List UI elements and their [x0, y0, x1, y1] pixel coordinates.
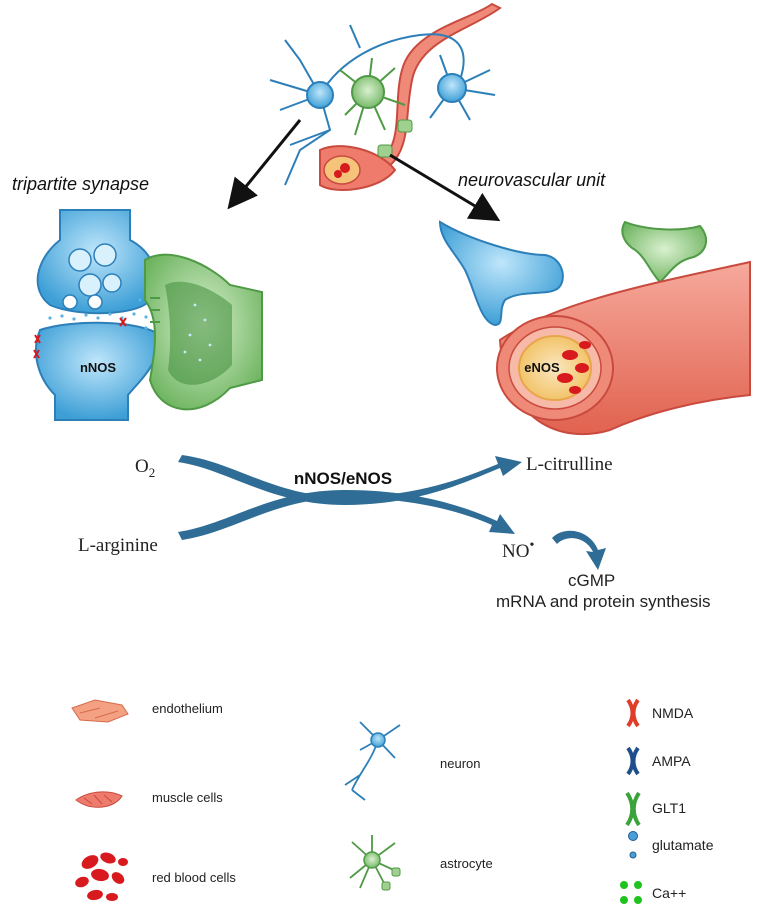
muscle-cells-icon	[75, 791, 123, 808]
enos-label: eNOS	[524, 360, 560, 375]
legend: endothelium muscle cells red blood cells…	[71, 698, 714, 904]
astrocyte-dots	[183, 303, 212, 362]
legend-endothelium: endothelium	[152, 701, 223, 716]
top-cells-illustration	[269, 2, 502, 191]
neurovascular-unit-illustration: eNOS	[438, 220, 751, 435]
reaction-arc-lower	[178, 490, 515, 540]
glt1-marks	[150, 297, 160, 323]
no-to-cgmp-arrow	[552, 530, 606, 570]
endothelium-icon	[71, 699, 129, 723]
tripartite-synapse-illustration: nNOS	[33, 209, 263, 421]
legend-glutamate: glutamate	[652, 837, 714, 853]
o2-label: O2	[135, 456, 155, 480]
nmda-icon	[626, 698, 640, 728]
rbc-cluster	[557, 341, 591, 394]
synthesis-label: mRNA and protein synthesis	[496, 592, 711, 611]
neurovascular-unit-title: neurovascular unit	[458, 170, 606, 190]
arrow-to-neurovascular	[389, 153, 501, 222]
legend-calcium: Ca++	[652, 885, 686, 901]
l-arginine-label: L-arginine	[78, 535, 158, 556]
legend-muscle-cells: muscle cells	[152, 790, 223, 805]
reaction-arc-upper	[178, 455, 522, 505]
red-blood-cells-icon	[75, 852, 128, 901]
l-citrulline-label: L-citrulline	[526, 454, 613, 475]
no-label: NO•	[502, 538, 534, 562]
calcium-icon	[620, 881, 642, 904]
legend-red-blood-cells: red blood cells	[152, 870, 236, 885]
cgmp-label: cGMP	[568, 571, 615, 590]
neuron-endfoot	[438, 220, 564, 327]
enzyme-label: nNOS/eNOS	[294, 469, 392, 488]
legend-astrocyte: astrocyte	[440, 856, 493, 871]
legend-neuron: neuron	[440, 756, 480, 771]
arrow-to-synapse	[227, 119, 302, 210]
nnos-label: nNOS	[80, 360, 116, 375]
reaction-scheme: O2 L-arginine nNOS/eNOS L-citrulline NO•…	[78, 454, 711, 611]
receptor-marks	[33, 317, 127, 359]
glt1-icon	[625, 791, 641, 827]
neuron-icon	[344, 721, 401, 801]
astrocyte-icon	[349, 835, 399, 889]
legend-nmda: NMDA	[652, 705, 694, 721]
postsynaptic-terminal	[35, 321, 159, 421]
astrocyte-endfoot	[621, 220, 708, 284]
legend-ampa: AMPA	[652, 753, 691, 769]
ampa-icon	[626, 746, 640, 776]
tripartite-synapse-title: tripartite synapse	[12, 174, 149, 194]
glutamate-icon	[628, 831, 638, 859]
legend-glt1: GLT1	[652, 800, 686, 816]
neuron-body-icon	[306, 81, 334, 109]
